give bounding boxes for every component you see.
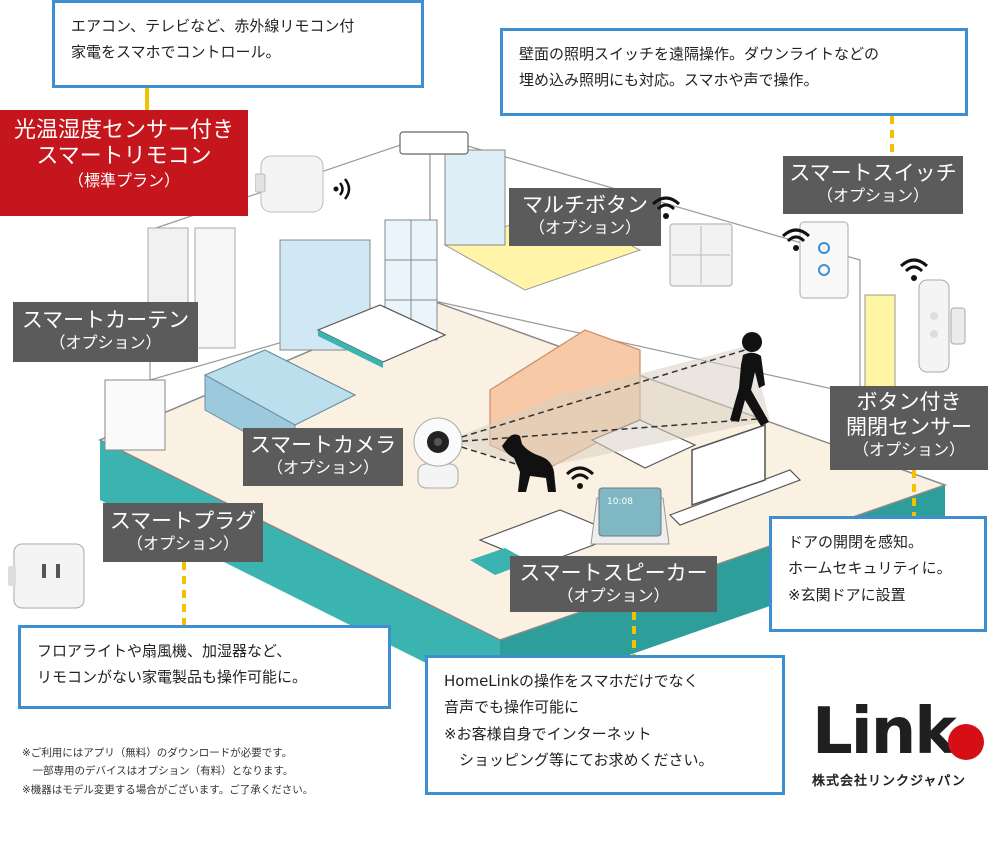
fridge	[104, 379, 166, 451]
connector-remote	[145, 88, 149, 110]
label-door-sensor: ボタン付き 開閉センサー （オプション）	[830, 386, 988, 470]
label-sub: （オプション）	[49, 333, 162, 353]
label-sub: （オプション）	[816, 186, 929, 206]
connector-speaker	[632, 612, 636, 655]
multi-button-device-icon	[669, 223, 733, 287]
label-sub: （オプション）	[126, 534, 239, 554]
label-smart-camera: スマートカメラ （オプション）	[243, 428, 403, 486]
callout-door-sensor: ドアの開閉を感知。 ホームセキュリティに。 ※玄関ドアに設置	[769, 516, 987, 632]
wifi-icon	[652, 196, 680, 219]
callout-line: 埋め込み照明にも対応。スマホや声で操作。	[519, 71, 819, 90]
label-main: 開閉センサー	[846, 415, 972, 440]
speaker-screen-time: 10:08	[607, 497, 633, 507]
smart-switch-device-icon	[799, 221, 849, 299]
chair-seat	[470, 548, 530, 575]
callout-line: 壁面の照明スイッチを遠隔操作。ダウンライトなどの	[519, 45, 880, 63]
callout-speaker: HomeLinkの操作をスマホだけでなく 音声でも操作可能に ※お客様自身でイン…	[425, 655, 785, 795]
callout-line: ※玄関ドアに設置	[788, 585, 906, 604]
door-sensor-device-icon	[918, 279, 966, 373]
label-main: スマートカメラ	[249, 433, 397, 457]
label-main: スマートリモコン	[36, 144, 212, 170]
label-main: スマートスピーカー	[519, 561, 708, 585]
window-back-center	[444, 149, 506, 246]
callout-line: ショッピング等にてお求めください。	[444, 750, 714, 769]
wifi-icon	[782, 228, 810, 251]
label-main: スマートカーテン	[21, 308, 190, 332]
callout-wall-switch: 壁面の照明スイッチを遠隔操作。ダウンライトなどの 埋め込み照明にも対応。スマホや…	[500, 28, 968, 116]
callout-line: リモコンがない家電製品も操作可能に。	[37, 668, 308, 687]
footnote: 一部専用のデバイスはオプション（有料）となります。	[22, 765, 294, 778]
callout-line: ホームセキュリティに。	[788, 559, 952, 578]
callout-line: エアコン、テレビなど、赤外線リモコン付	[71, 17, 355, 35]
curtain-right	[194, 227, 236, 349]
logo-wordmark: Link	[812, 695, 957, 769]
footnote: ※機器はモデル変更する場合がございます。ご了承ください。	[22, 783, 314, 796]
camera-view-cone	[450, 345, 770, 470]
smart-remote-icon	[255, 155, 324, 213]
label-main: スマートプラグ	[109, 509, 257, 533]
label-smart-curtain: スマートカーテン （オプション）	[13, 302, 198, 362]
callout-ir-remote: エアコン、テレビなど、赤外線リモコン付 家電をスマホでコントロール。	[52, 0, 424, 88]
dog-silhouette-icon	[502, 434, 556, 492]
label-main: スマートスイッチ	[789, 161, 957, 185]
ir-signal-icon	[333, 178, 351, 200]
callout-line: 家電をスマホでコントロール。	[71, 43, 281, 62]
label-sub: （オプション）	[852, 440, 965, 460]
child-silhouette-icon	[730, 332, 769, 426]
air-conditioner	[399, 131, 469, 155]
label-main: ボタン付き	[856, 390, 962, 414]
camera-device-icon	[413, 417, 463, 489]
company-logo: Link 株式会社リンクジャパン	[812, 695, 984, 789]
smart-plug-device-icon	[8, 543, 85, 609]
label-sub: （標準プラン）	[67, 170, 180, 190]
label-main: マルチボタン	[522, 193, 648, 217]
connector-door	[912, 470, 916, 516]
label-smart-speaker: スマートスピーカー （オプション）	[510, 556, 717, 612]
wifi-icon	[900, 258, 928, 281]
label-sub: （オプション）	[557, 586, 670, 606]
company-name: 株式会社リンクジャパン	[812, 774, 967, 789]
label-sub: （オプション）	[266, 458, 379, 478]
label-smart-remote: 光温湿度センサー付き スマートリモコン （標準プラン）	[0, 110, 248, 216]
tv	[691, 423, 766, 507]
wifi-icon	[566, 466, 594, 489]
callout-line: フロアライトや扇風機、加湿器など、	[37, 642, 292, 660]
logo-red-dot	[948, 724, 984, 760]
footnote: ※ご利用にはアプリ（無料）のダウンロードが必要です。	[22, 747, 293, 759]
callout-line: 音声でも操作可能に	[444, 698, 580, 717]
footnotes: ※ご利用にはアプリ（無料）のダウンロードが必要です。 一部専用のデバイスはオプシ…	[22, 744, 313, 799]
callout-line: HomeLinkの操作をスマホだけでなく	[444, 672, 699, 690]
label-sub: （オプション）	[528, 218, 641, 238]
callout-line: ※お客様自身でインターネット	[444, 724, 652, 743]
connector-plug	[182, 562, 186, 625]
label-multi-button: マルチボタン （オプション）	[509, 188, 661, 246]
callout-line: ドアの開閉を感知。	[788, 533, 924, 551]
label-main: 光温湿度センサー付き	[13, 118, 234, 143]
smart-speaker-device-icon: 10:08	[590, 487, 670, 545]
connector-switch	[890, 116, 894, 156]
label-smart-switch: スマートスイッチ （オプション）	[783, 156, 963, 214]
callout-plug: フロアライトや扇風機、加湿器など、 リモコンがない家電製品も操作可能に。	[18, 625, 391, 709]
label-smart-plug: スマートプラグ （オプション）	[103, 503, 263, 562]
